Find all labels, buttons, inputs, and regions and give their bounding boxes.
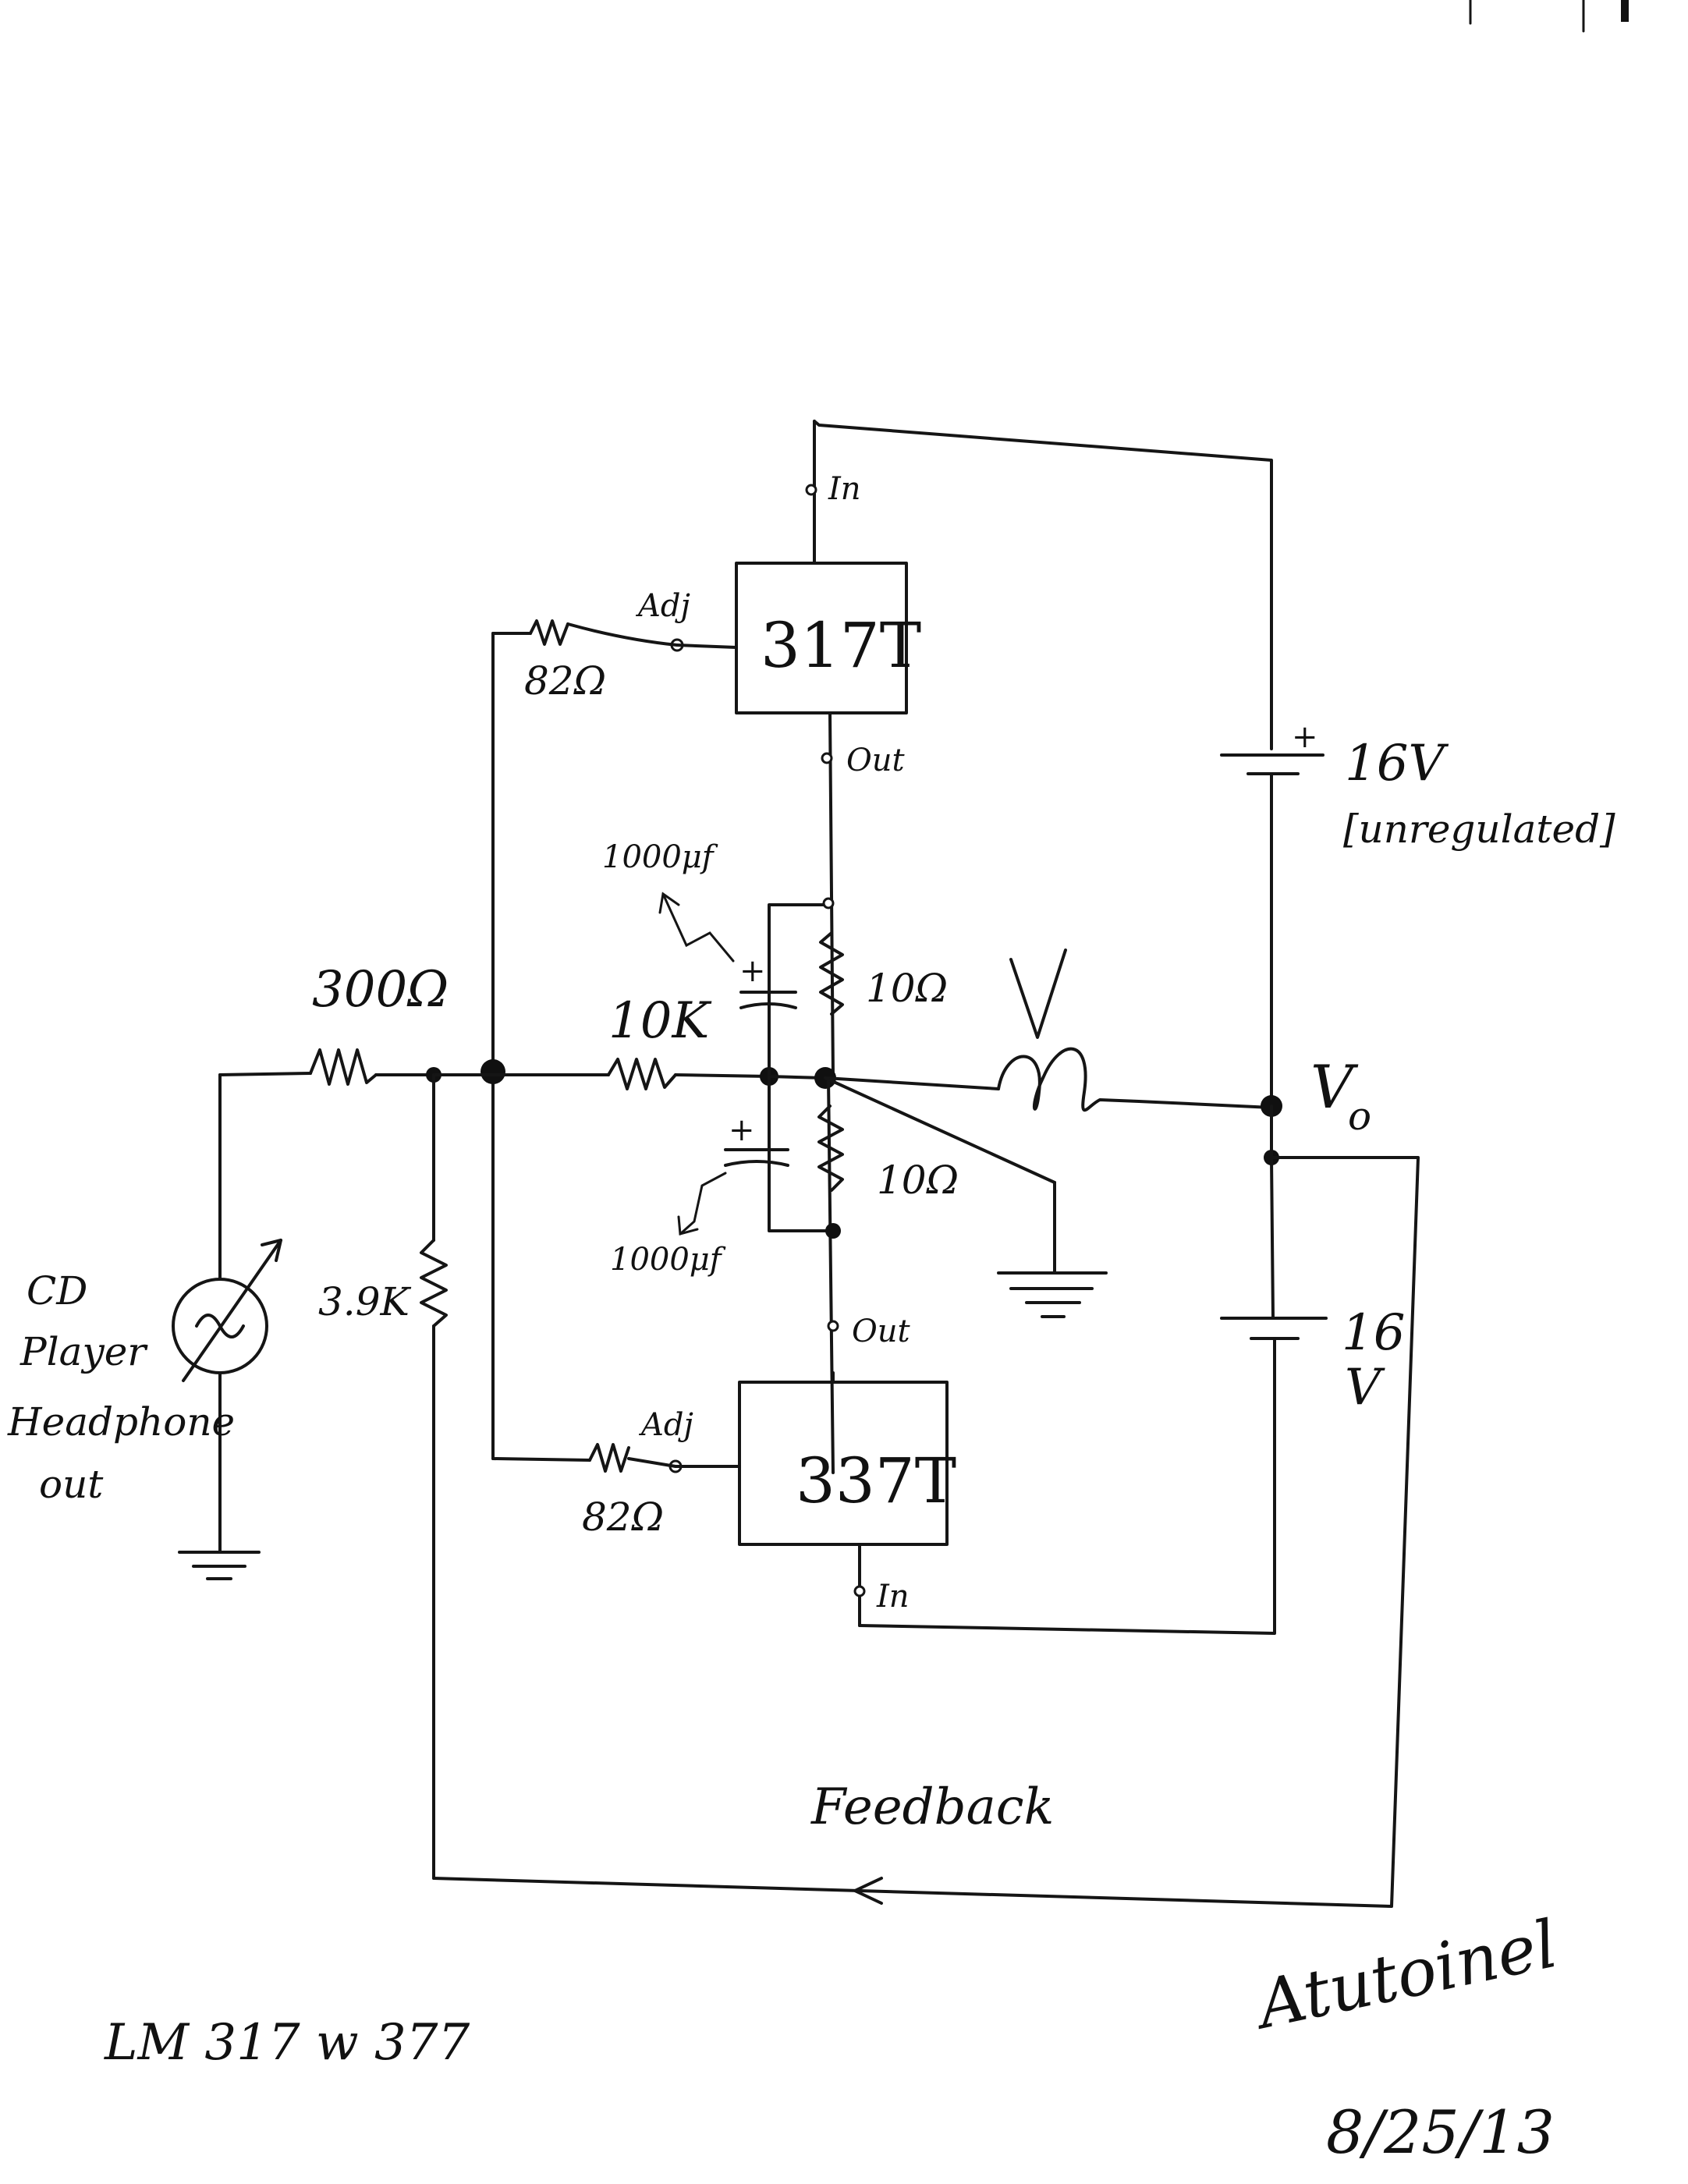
regulator-317t-out-label: Out [846,743,906,778]
regulator-317t-in-label: In [828,471,861,507]
resistor-300-label: 300Ω [312,961,449,1019]
resistor-10k [607,1058,677,1090]
node-bias [481,1059,505,1084]
regulator-317t-body [735,562,908,714]
resistor-10-top [819,931,844,1016]
lamp-load: V [824,948,1273,1112]
ground-left-icon [178,1551,261,1580]
regulator-317t-in-pin [805,484,817,496]
battery-bottom-voltage: 16 [1342,1304,1405,1362]
resistor-82-top: 82Ω [491,619,679,704]
cap-bottom-polarity: + [729,1112,755,1148]
source-label-line2: Player [20,1329,148,1374]
battery-top-note: [unregulated] [1343,807,1615,852]
resistor-10-top-label: 10Ω [866,966,948,1011]
resistor-10k-label: 10K [608,992,711,1050]
source-label-line3: Headphone [7,1399,235,1445]
resistor-300 [309,1048,378,1086]
resistor-10-bottom-label: 10Ω [877,1158,959,1203]
regulator-317t-out-pin [821,752,833,764]
resistor-82-bottom-label: 82Ω [582,1494,664,1540]
cap-bottom-label: 1000μf [610,1242,726,1278]
cap-top-polarity: + [739,953,766,989]
top-supply-wire [813,420,1273,750]
resistor-3k9 [420,1239,448,1328]
regulator-337t-adj-label: Adj [638,1407,693,1443]
part-note: LM 317 w 377 [104,2014,470,2072]
feedback-loop: Feedback [432,1156,1420,1908]
input-network: 300Ω 10K 3.9K CD Player Headphone ou [7,961,836,1880]
feedback-arrow-icon [853,1877,883,1905]
regulator-337t-body [738,1381,949,1546]
regulator-337t-out-pin [827,1320,839,1332]
resistor-10-bottom [817,1104,844,1192]
regulator-337t-name: 337T [796,1445,956,1517]
battery-bottom: 16 V [1220,1156,1405,1437]
sense-network-top: + 10Ω 1000μf [602,839,948,1078]
source-label-line4: out [39,1462,104,1507]
resistor-3k9-label: 3.9K [318,1279,412,1324]
battery-top-plus: + [1292,719,1318,755]
resistor-82-bottom: 82Ω [491,1443,677,1540]
sense-network-bottom: + 10Ω 1000μf [610,1075,959,1474]
ground-center [824,1076,1108,1318]
regulator-317t: 317T In Adj Out [635,420,921,1078]
feedback-label: Feedback [810,1778,1054,1836]
cap-top-label: 1000μf [602,839,718,875]
regulator-337t-in-label: In [876,1579,910,1615]
battery-top: + 16V [unregulated] [1220,719,1615,1101]
regulator-317t-name: 317T [761,609,921,682]
regulator-337t-out-label: Out [852,1314,911,1349]
scan-edge-marks [1469,0,1629,33]
lamp-label-mark [1009,948,1067,1039]
regulator-337t: 337T Out Adj In [638,1314,1276,1635]
battery-top-voltage: 16V [1345,735,1449,792]
battery-bottom-unit: V [1345,1359,1385,1416]
regulator-317t-adj-label: Adj [635,588,690,624]
vo-label: V [1310,1052,1359,1122]
regulator-337t-in-pin [853,1585,866,1597]
signature: Atutoinel [1246,1906,1564,2044]
source-label-line1: CD [27,1268,87,1314]
output-node: V o [1261,1052,1371,1165]
lamp-icon [997,1047,1273,1112]
resistor-82-top-label: 82Ω [524,658,606,704]
vo-subscript: o [1348,1094,1371,1139]
signature-date: 8/25/13 [1326,2097,1555,2167]
